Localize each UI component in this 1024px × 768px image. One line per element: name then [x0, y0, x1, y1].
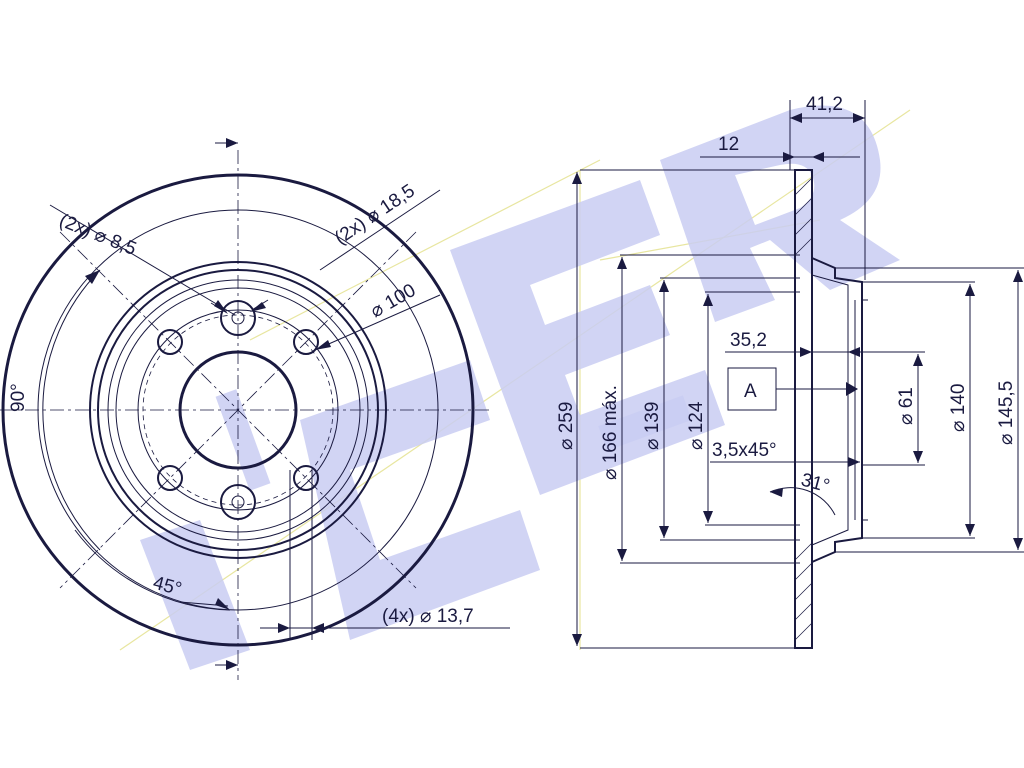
hub-depth-label: 35,2 — [730, 330, 767, 351]
hole-large-label: (2x) ⌀ 18,5 — [331, 180, 419, 249]
diameter-166-label: ⌀ 166 máx. — [600, 385, 621, 480]
bolt-holes-label: (4x) ⌀ 13,7 — [382, 606, 474, 627]
total-thickness-label: 41,2 — [806, 94, 843, 115]
diameter-61-label: ⌀ 61 — [896, 387, 917, 425]
diameter-139-label: ⌀ 139 — [642, 402, 663, 450]
datum-a-label: A — [744, 381, 757, 402]
icer-logo-watermark — [140, 105, 900, 670]
diameter-145-label: ⌀ 145,5 — [996, 381, 1017, 445]
side-view — [572, 100, 1024, 649]
diameter-140-label: ⌀ 140 — [948, 384, 969, 432]
angle-31-label: 31° — [799, 470, 832, 498]
angle-90-label: 90° — [8, 383, 29, 412]
diameter-124-label: ⌀ 124 — [686, 401, 707, 450]
section-hatching — [794, 177, 813, 641]
chamfer-label: 3,5x45° — [712, 440, 777, 461]
front-view — [0, 138, 510, 680]
disc-thickness-label: 12 — [718, 134, 739, 155]
diameter-259-label: ⌀ 259 — [556, 402, 577, 450]
hole-small-label: (2x) ⌀ 8,5 — [56, 210, 139, 260]
